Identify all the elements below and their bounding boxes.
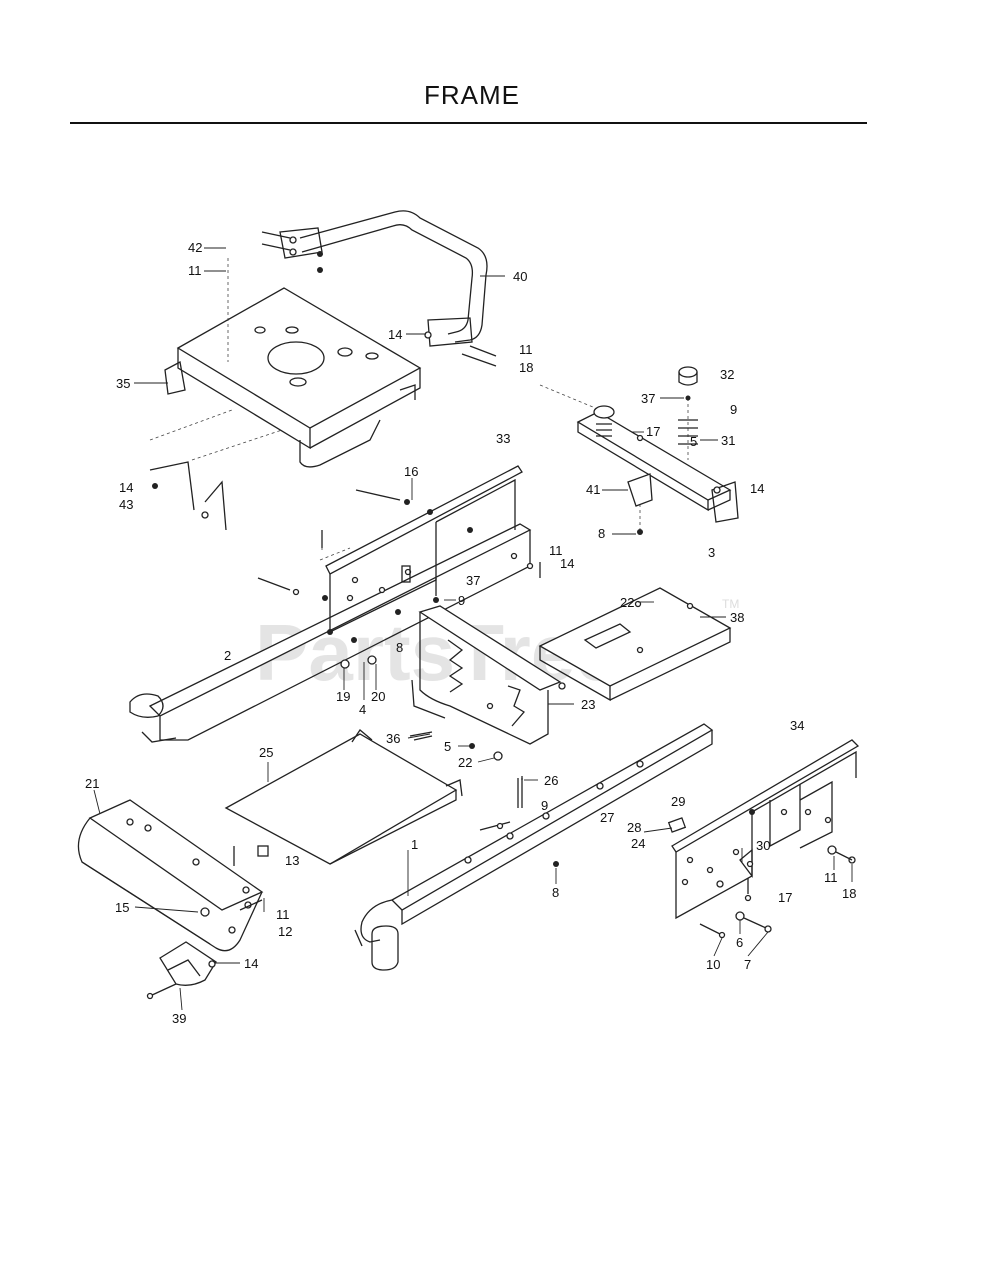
part-21-front-tube [77, 799, 269, 952]
part-34-right-rear-frame [671, 739, 860, 920]
part-labels: 42 11 40 14 11 18 35 32 37 9 33 17 5 31 … [85, 240, 856, 1026]
label-15: 15 [115, 900, 129, 915]
part-3-seat-bracket [576, 366, 739, 535]
label-14: 14 [244, 956, 258, 971]
label-14: 14 [119, 480, 133, 495]
label-18: 18 [519, 360, 533, 375]
label-35: 35 [116, 376, 130, 391]
label-3: 3 [708, 545, 715, 560]
part-23-cross-bracket [411, 605, 566, 761]
label-11: 11 [519, 342, 533, 357]
label-38: 38 [730, 610, 744, 625]
label-22: 22 [458, 755, 472, 770]
label-21: 21 [85, 776, 99, 791]
frame-hardware [257, 489, 541, 669]
label-40: 40 [513, 269, 527, 284]
part-35-seat-plate [164, 287, 422, 468]
label-42: 42 [188, 240, 202, 255]
label-32: 32 [720, 367, 734, 382]
label-27: 27 [600, 810, 614, 825]
label-12: 12 [278, 924, 292, 939]
part-36-pin [409, 731, 433, 741]
part-38-top-plate [538, 587, 732, 702]
label-31: 31 [721, 433, 735, 448]
label-11: 11 [188, 263, 202, 278]
label-17: 17 [646, 424, 660, 439]
label-28: 28 [627, 820, 641, 835]
label-11: 11 [549, 543, 563, 558]
label-16: 16 [404, 464, 418, 479]
label-2: 2 [224, 648, 231, 663]
label-13: 13 [285, 853, 299, 868]
label-25: 25 [259, 745, 273, 760]
label-5: 5 [444, 739, 451, 754]
label-8: 8 [598, 526, 605, 541]
label-24: 24 [631, 836, 645, 851]
label-36: 36 [386, 731, 400, 746]
label-30: 30 [756, 838, 770, 853]
label-5: 5 [690, 434, 697, 449]
label-14: 14 [560, 556, 574, 571]
label-20: 20 [371, 689, 385, 704]
label-11: 11 [824, 870, 838, 885]
watermark-trademark: TM [722, 597, 739, 611]
handle-hardware [261, 231, 497, 367]
label-9: 9 [541, 798, 548, 813]
label-33: 33 [496, 431, 510, 446]
label-26: 26 [544, 773, 558, 788]
label-29: 29 [671, 794, 685, 809]
label-10: 10 [706, 957, 720, 972]
part-2-left-frame-rail [129, 523, 532, 743]
part-1-right-frame-rail [354, 723, 714, 971]
label-14: 14 [750, 481, 764, 496]
label-4: 4 [359, 702, 366, 717]
label-18: 18 [842, 886, 856, 901]
assembly-lines [149, 258, 689, 561]
label-39: 39 [172, 1011, 186, 1026]
label-9: 9 [730, 402, 737, 417]
label-14: 14 [388, 327, 402, 342]
label-22: 22 [620, 595, 634, 610]
label-34: 34 [790, 718, 804, 733]
label-23: 23 [581, 697, 595, 712]
label-6: 6 [736, 935, 743, 950]
label-8: 8 [396, 640, 403, 655]
label-7: 7 [744, 957, 751, 972]
label-19: 19 [336, 689, 350, 704]
leader-lines [93, 247, 853, 1011]
page-title: FRAME [424, 80, 520, 110]
title-rule [70, 122, 867, 124]
label-43: 43 [119, 497, 133, 512]
label-37: 37 [641, 391, 655, 406]
part-33-rear-frame [325, 465, 523, 634]
label-11: 11 [276, 907, 290, 922]
label-8: 8 [552, 885, 559, 900]
label-9: 9 [458, 593, 465, 608]
label-37: 37 [466, 573, 480, 588]
label-1: 1 [411, 837, 418, 852]
part-39-bracket [146, 941, 217, 1000]
part-43-latch [149, 461, 227, 531]
rear-hardware [521, 776, 772, 939]
label-17: 17 [778, 890, 792, 905]
label-41: 41 [586, 482, 600, 497]
part-25-floor-plate [224, 729, 463, 865]
